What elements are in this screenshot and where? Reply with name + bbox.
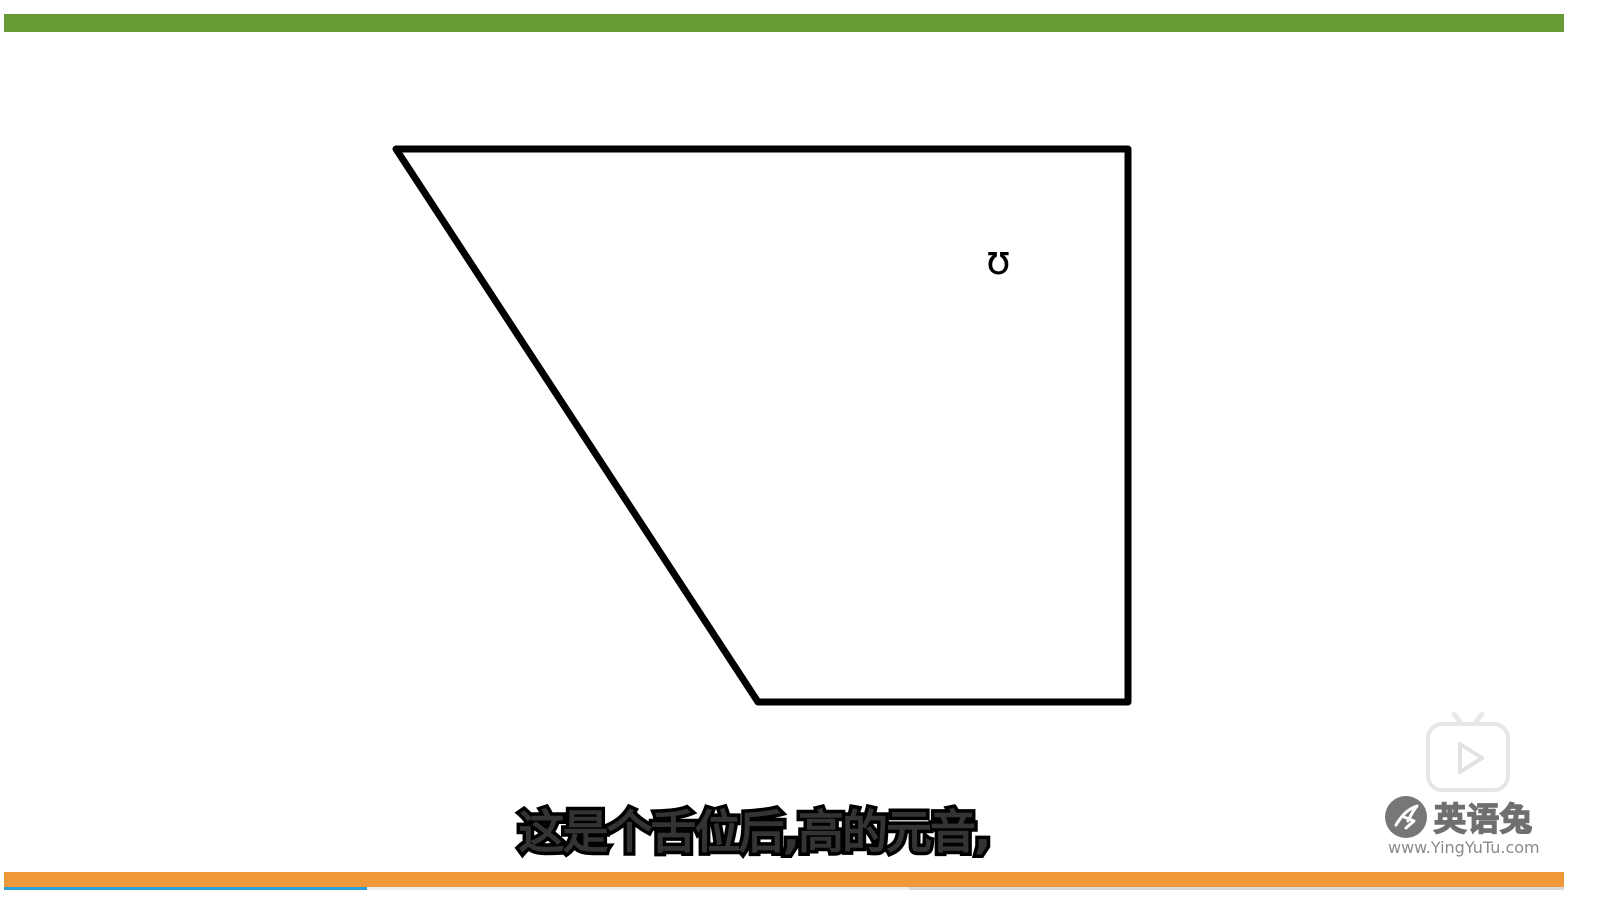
- bilibili-tv-icon: [1426, 711, 1510, 792]
- top-accent-bar: [4, 14, 1564, 32]
- vowel-chart: ʊ: [392, 145, 1132, 706]
- progress-buffered: [4, 887, 909, 890]
- brand-name: 英语兔: [1433, 799, 1534, 839]
- vowel-trapezoid: [392, 145, 1132, 706]
- progress-bar[interactable]: [4, 887, 1564, 890]
- brand-row: 英语兔: [1384, 794, 1533, 840]
- brand-url: www.YingYuTu.com: [1388, 838, 1540, 857]
- subtitle-text: 这是个舌位后,高的元音,: [515, 802, 995, 863]
- watermark: 英语兔 www.YingYuTu.com: [1384, 710, 1554, 860]
- bottom-accent-bar: [4, 872, 1564, 888]
- vowel-symbol-label: ʊ: [986, 238, 1011, 284]
- rabbit-logo-icon: [1385, 796, 1427, 838]
- progress-played: [4, 887, 368, 890]
- subtitle: 这是个舌位后,高的元音,: [4, 796, 1504, 863]
- video-frame[interactable]: ʊ 这是个舌位后,高的元音, 英语兔 www.YingYuTu.com: [4, 0, 1564, 924]
